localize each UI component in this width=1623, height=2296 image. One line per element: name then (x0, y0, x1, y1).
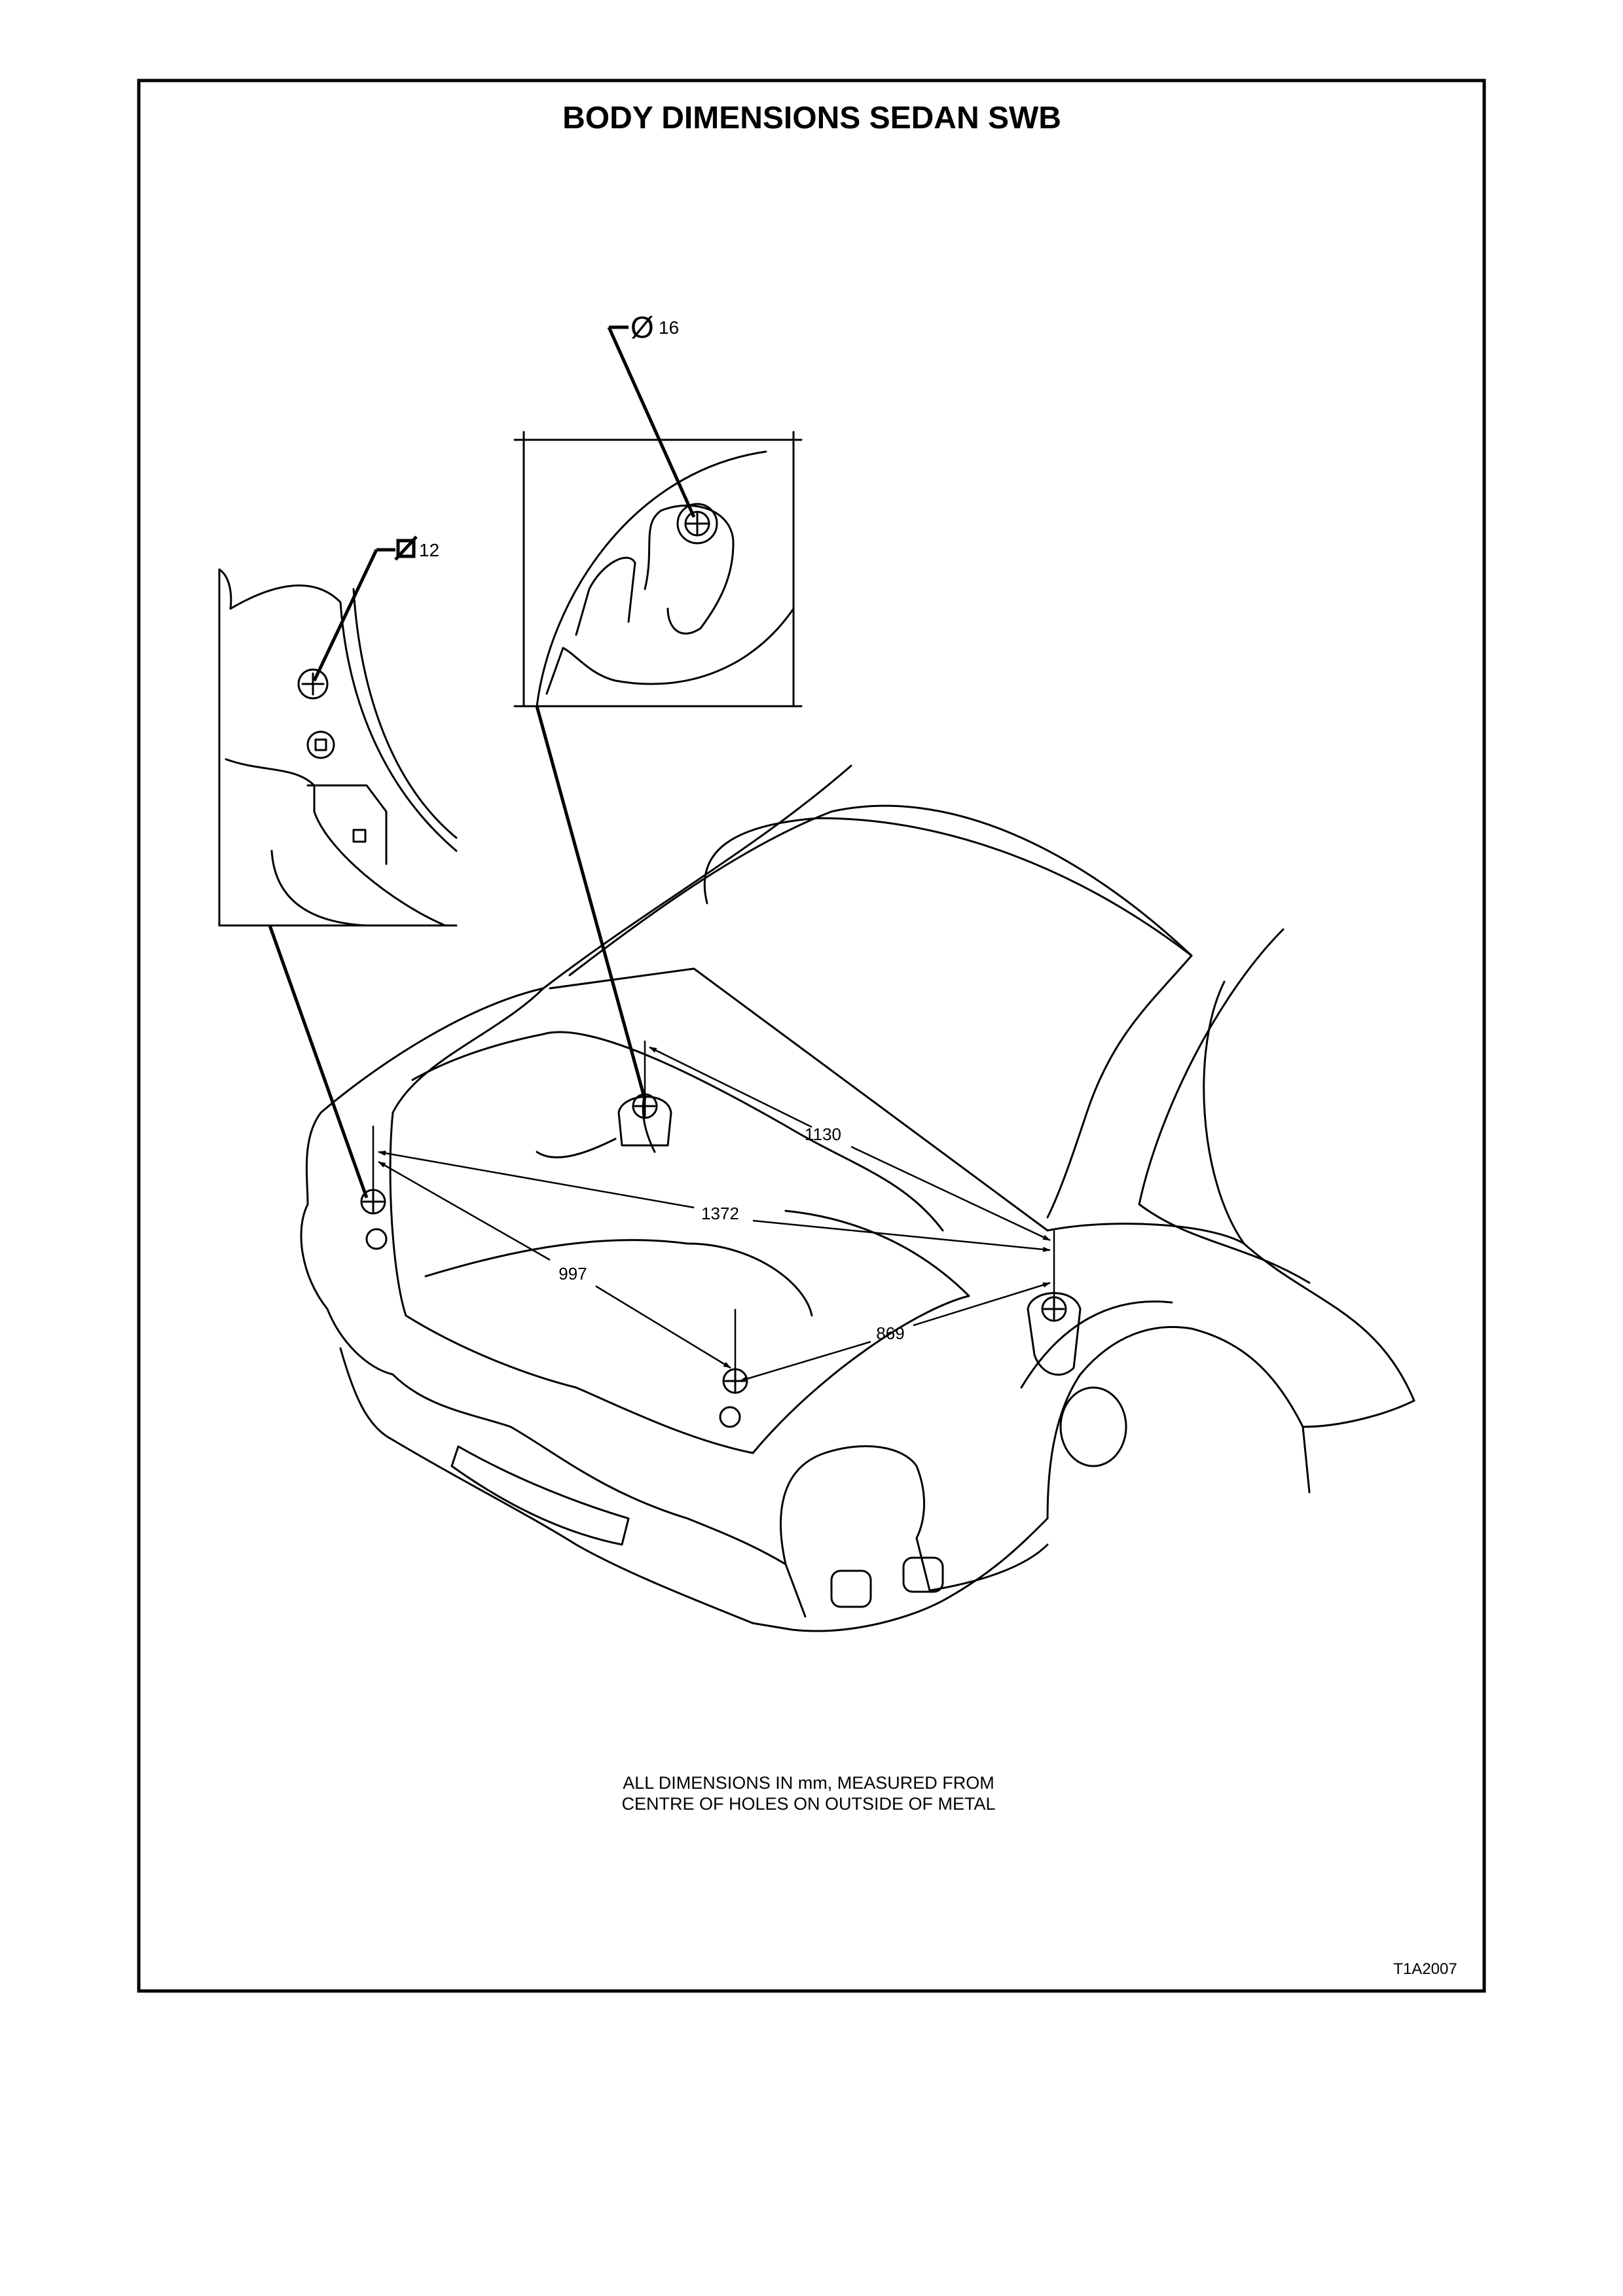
leader-line-top-inset (535, 706, 647, 1100)
diameter-callout: Ø 16 (607, 310, 696, 518)
leader-line-left-inset (268, 925, 369, 1198)
dimension-869: 869 (876, 1323, 904, 1343)
measurement-point-lower (719, 1368, 748, 1428)
diameter-symbol: Ø (630, 310, 654, 344)
page-border (137, 79, 1486, 1993)
measurement-point-right (1027, 1292, 1082, 1376)
square-value: 12 (419, 540, 439, 560)
note-line-2: CENTRE OF HOLES ON OUTSIDE OF METAL (621, 1794, 995, 1814)
page-title: BODY DIMENSIONS SEDAN SWB (562, 101, 1061, 135)
square-callout: 12 (312, 535, 439, 682)
dimension-997: 997 (558, 1264, 587, 1283)
inset-detail-top (513, 431, 803, 708)
note-line-1: ALL DIMENSIONS IN mm, MEASURED FROM (623, 1773, 994, 1793)
square-symbol (396, 539, 416, 558)
diameter-value: 16 (659, 317, 679, 338)
figure-reference: T1A2007 (1393, 1960, 1457, 1978)
dimension-lines (372, 1041, 1055, 1382)
dimension-1372: 1372 (701, 1204, 739, 1223)
measurement-point-left (360, 1189, 388, 1250)
dimension-1130: 1130 (805, 1124, 841, 1144)
car-rear-body-drawing (300, 764, 1415, 1632)
inset-detail-left (218, 568, 458, 927)
